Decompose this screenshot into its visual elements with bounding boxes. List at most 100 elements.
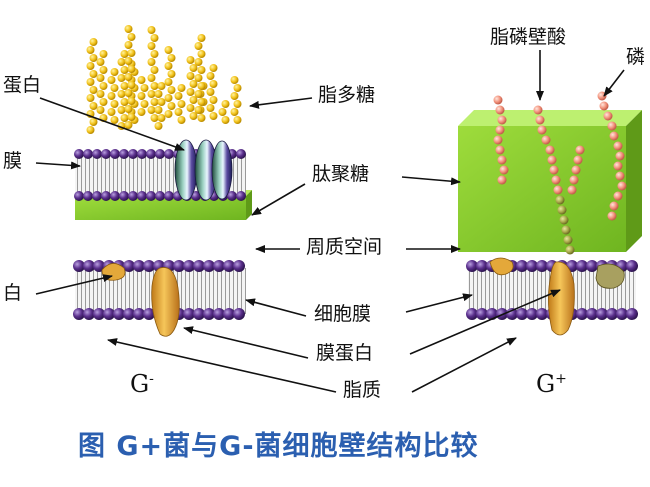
sugar-bead: [96, 58, 105, 66]
porin-protein: [174, 139, 233, 201]
phosphate-bead: [615, 151, 625, 161]
sugar-bead: [96, 90, 105, 98]
sugar-bead: [89, 70, 98, 78]
lipid-head: [74, 149, 84, 159]
lipid-head: [137, 191, 147, 201]
sugar-bead: [209, 112, 218, 120]
sugar-bead: [206, 88, 215, 96]
sugar-bead: [117, 90, 126, 98]
lipid-head: [203, 260, 215, 272]
label-gram-negative: G-: [130, 370, 154, 398]
lipid-head: [83, 308, 95, 320]
sugar-bead: [164, 78, 173, 86]
sugar-bead: [147, 42, 156, 50]
lipid-head: [466, 260, 478, 272]
phosphate-bead: [603, 111, 613, 121]
label-cell-membrane: 细胞膜: [314, 303, 372, 325]
sugar-bead: [230, 108, 239, 116]
lipid-head: [203, 308, 215, 320]
label-periplasmic-space: 周质空间: [306, 236, 383, 258]
sugar-bead: [194, 42, 203, 50]
sugar-bead: [233, 100, 242, 108]
sugar-bead: [189, 80, 198, 88]
sugar-bead: [177, 116, 186, 124]
lipid-head: [626, 260, 638, 272]
lipid-head: [516, 308, 528, 320]
sugar-bead: [189, 64, 198, 72]
phosphate-bead: [549, 165, 559, 175]
lipid-head: [101, 191, 111, 201]
phosphate-bead: [563, 235, 573, 245]
sugar-bead: [110, 116, 119, 124]
sugar-bead: [150, 82, 159, 90]
phosphate-bead: [535, 115, 545, 125]
lipid-head: [146, 191, 156, 201]
sugar-bead: [150, 98, 159, 106]
sugar-bead: [206, 72, 215, 80]
sugar-bead: [167, 102, 176, 110]
sugar-bead: [157, 114, 166, 122]
phosphate-bead: [573, 155, 583, 165]
sugar-bead: [117, 106, 126, 114]
phosphate-bead: [609, 201, 619, 211]
lipid-head: [92, 149, 102, 159]
sugar-bead: [164, 46, 173, 54]
lipid-head: [164, 191, 174, 201]
sugar-bead: [167, 86, 176, 94]
phosphate-bead: [545, 145, 555, 155]
lipid-head: [155, 191, 165, 201]
sugar-bead: [174, 92, 183, 100]
lipid-head: [83, 149, 93, 159]
sugar-bead: [127, 65, 136, 73]
sugar-bead: [86, 126, 95, 134]
sugar-bead: [197, 114, 206, 122]
lipid-head: [113, 308, 125, 320]
lipid-head: [586, 308, 598, 320]
lipid-head: [526, 308, 538, 320]
sugar-bead: [186, 88, 195, 96]
lipid-head: [119, 149, 129, 159]
sugar-bead: [147, 26, 156, 34]
sugar-bead: [233, 116, 242, 124]
sugar-bead: [197, 50, 206, 58]
sugar-bead: [99, 50, 108, 58]
label-peptidoglycan: 肽聚糖: [312, 163, 370, 185]
lipid-head: [233, 260, 245, 272]
lipid-head: [227, 191, 237, 201]
lipid-head: [526, 260, 538, 272]
sugar-bead: [177, 84, 186, 92]
phosphate-bead: [551, 175, 561, 185]
lipid-head: [164, 149, 174, 159]
sugar-bead: [110, 100, 119, 108]
sugar-bead: [154, 106, 163, 114]
label-protein-left: 白: [3, 282, 23, 304]
sugar-bead: [124, 25, 133, 33]
phosphate-bead: [537, 125, 547, 135]
sugar-bead: [147, 106, 156, 114]
sugar-bead: [209, 96, 218, 104]
sugar-bead: [157, 98, 166, 106]
sugar-bead: [233, 84, 242, 92]
phosphate-bead: [533, 105, 543, 115]
phosphate-bead: [575, 145, 585, 155]
phosphate-bead: [609, 131, 619, 141]
sugar-bead: [157, 82, 166, 90]
sugar-bead: [221, 100, 230, 108]
sugar-bead: [86, 46, 95, 54]
lipid-head: [123, 308, 135, 320]
sugar-bead: [194, 74, 203, 82]
lipid-head: [191, 191, 201, 201]
lipid-head: [155, 149, 165, 159]
phosphate-bead: [569, 175, 579, 185]
phosphate-bead: [561, 225, 571, 235]
phosphate-bead: [557, 205, 567, 215]
lipid-head: [83, 191, 93, 201]
lipid-head: [143, 308, 155, 320]
lipid-head: [93, 260, 105, 272]
label-gram-positive: G+: [536, 370, 567, 398]
sugar-bead: [218, 108, 227, 116]
phosphate-bead: [565, 245, 575, 255]
sugar-bead: [147, 90, 156, 98]
phosphate-bead: [553, 185, 563, 195]
phosphate-bead: [607, 121, 617, 131]
